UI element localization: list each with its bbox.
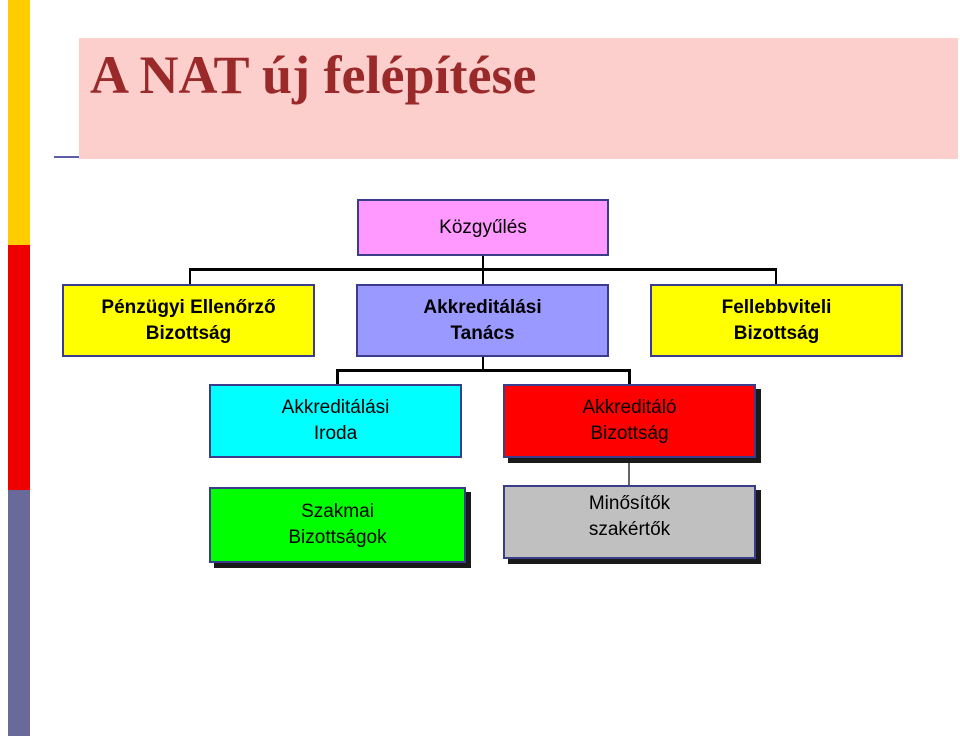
node-kozgyules: Közgyűlés <box>357 199 609 256</box>
title-underline <box>54 156 79 158</box>
connector-level3-bar <box>336 369 631 372</box>
connector-center-drop <box>482 268 484 284</box>
node-penzugyi-label: Pénzügyi Ellenőrző Bizottság <box>101 296 276 344</box>
node-iroda-label: Akkreditálási Iroda <box>281 397 390 444</box>
connector-committee-drop <box>628 369 631 384</box>
node-minositok-szakertok: Minősítők szakértők <box>503 485 756 559</box>
stripe-top <box>8 0 30 245</box>
node-fellebbviteli-label: Fellebbviteli Bizottság <box>721 296 832 344</box>
node-tanacs-label: Akkreditálási Tanács <box>423 296 542 344</box>
stripe-bottom <box>8 490 30 736</box>
node-penzugyi-ellenorzo-bizottsag: Pénzügyi Ellenőrző Bizottság <box>62 284 315 357</box>
node-akkreditalasi-tanacs: Akkreditálási Tanács <box>356 284 609 357</box>
stripe-middle <box>8 245 30 490</box>
slide-title: A NAT új felépítése <box>90 45 537 105</box>
title-band <box>79 38 958 159</box>
connector-right-drop <box>775 268 777 284</box>
node-akkreditalasi-iroda: Akkreditálási Iroda <box>209 384 462 458</box>
connector-root-down <box>482 255 484 269</box>
connector-council-down <box>482 356 484 370</box>
node-kozgyules-label: Közgyűlés <box>439 216 527 238</box>
connector-office-drop <box>336 369 339 384</box>
node-akkreditalo-bizottsag: Akkreditáló Bizottság <box>503 384 756 458</box>
node-minositok-label: Minősítők szakértők <box>588 493 671 540</box>
node-szakmai-bizottsagok: Szakmai Bizottságok <box>209 487 466 563</box>
connector-committee-down <box>628 459 630 487</box>
connector-left-drop <box>189 268 191 284</box>
node-akkreditalo-label: Akkreditáló Bizottság <box>582 397 677 444</box>
node-fellebbviteli-bizottsag: Fellebbviteli Bizottság <box>650 284 903 357</box>
node-szakmai-label: Szakmai Bizottságok <box>288 501 387 548</box>
